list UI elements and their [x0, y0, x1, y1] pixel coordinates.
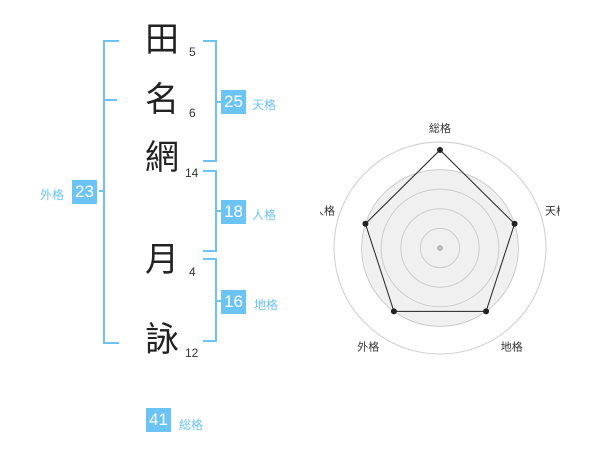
name-char-5: 詠: [145, 320, 179, 360]
radar-center-dot: [437, 245, 443, 251]
radar-point-4: [390, 308, 397, 315]
gaikaku-label: 外格: [40, 188, 65, 202]
tenkaku-label: 天格: [252, 98, 277, 112]
gaikaku-bracket: [103, 40, 119, 344]
fortune-radar-chart: 総格天格地格 外格 人格: [320, 121, 560, 355]
tenkaku-bracket: [203, 40, 217, 162]
stroke-count-5: 12: [185, 346, 199, 360]
soukaku-badge: 41: [146, 408, 171, 432]
name-char-2: 名: [145, 80, 179, 120]
gaikaku-bracket-connector: [99, 190, 105, 192]
tenkaku-badge: 25: [221, 90, 246, 114]
radar-series: [362, 147, 518, 315]
stroke-count-3: 14: [185, 166, 199, 180]
stroke-count-2: 6: [189, 106, 196, 120]
jinkaku-bracket: [203, 170, 217, 252]
jinkaku-connector: [216, 210, 221, 212]
radar-inner-ring-1: [419, 227, 461, 269]
radar-point-5: [362, 220, 369, 227]
chikaku-label: 地格: [254, 298, 279, 312]
name-char-1: 田: [145, 20, 179, 60]
radar-rings: [333, 141, 547, 355]
radar-point-3: [483, 308, 490, 315]
radar-inner-ring-3: [380, 188, 500, 308]
name-char-3: 網: [145, 138, 179, 178]
soukaku-label: 総格: [179, 418, 204, 432]
gaikaku-badge: 23: [72, 180, 97, 204]
chikaku-badge: 16: [221, 290, 246, 314]
tenkaku-connector: [216, 101, 221, 103]
jinkaku-badge: 18: [221, 200, 246, 224]
radar-series-line: [364, 149, 516, 312]
radar-axis-label-5: 人格: [320, 203, 335, 217]
radar-axis-label-3: 地格: [501, 340, 523, 354]
radar-axis-labels: 総格天格地格 外格 人格: [320, 121, 560, 354]
radar-axis-label-1: 総格: [429, 121, 451, 135]
jinkaku-label: 人格: [252, 208, 277, 222]
chikaku-bracket: [203, 258, 217, 342]
chikaku-connector: [216, 300, 221, 302]
radar-inner-ring-2: [400, 208, 480, 288]
stroke-count-4: 4: [189, 265, 196, 279]
radar-axis-label-2: 天格: [545, 203, 560, 217]
radar-point-2: [511, 220, 518, 227]
stroke-count-1: 5: [189, 45, 196, 59]
gaikaku-bracket-tick: [105, 99, 117, 101]
radar-axis-label-4: 外格: [357, 340, 379, 354]
radar-inner-ring-4: [361, 169, 519, 327]
name-char-4: 月: [145, 240, 179, 280]
radar-point-1: [437, 147, 443, 153]
